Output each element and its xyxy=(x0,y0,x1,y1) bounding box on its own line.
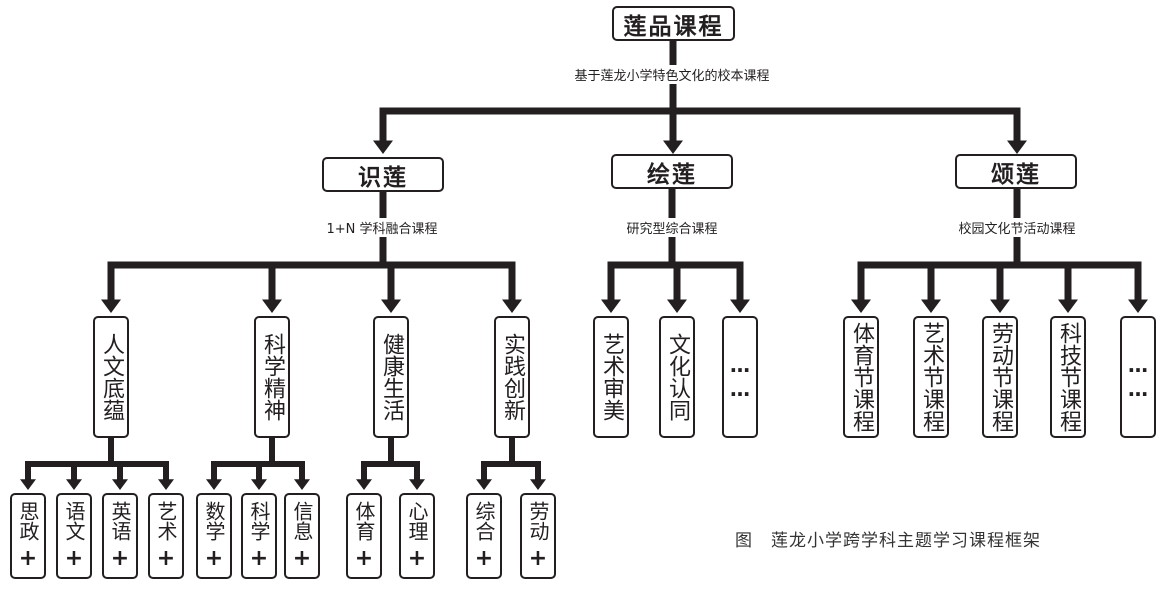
root-title: 莲品课程 xyxy=(623,13,724,40)
plus-icon: + xyxy=(156,546,176,571)
category-node: 科技节课程 xyxy=(1050,316,1086,438)
subject-node: 数学 + xyxy=(196,493,232,579)
subject-node: 英语 + xyxy=(102,493,138,579)
subject-node: 语文 + xyxy=(56,493,92,579)
root-subtitle: 基于莲龙小学特色文化的校本课程 xyxy=(571,65,773,84)
branch-node-huilian: 绘莲 xyxy=(611,154,733,189)
plus-icon: + xyxy=(528,546,548,571)
category-node: 劳动节课程 xyxy=(982,316,1018,438)
arrow-head-icon xyxy=(20,479,36,490)
subject-title: 综合 xyxy=(472,501,496,541)
category-title: 科技节课程 xyxy=(1056,322,1081,432)
figure-caption: 图 莲龙小学跨学科主题学习课程框架 xyxy=(735,531,1041,551)
arrow-head-icon xyxy=(262,299,282,313)
subject-title: 语文 xyxy=(62,501,86,541)
arrow-head-icon xyxy=(1128,299,1148,313)
subject-node: 综合 + xyxy=(466,493,502,579)
arrow-head-icon xyxy=(101,299,121,313)
branch-subtitle: 研究型综合课程 xyxy=(623,218,721,237)
plus-icon: + xyxy=(249,546,269,571)
subject-title: 数学 xyxy=(202,501,226,541)
category-title: 体育节课程 xyxy=(849,322,874,432)
subject-node: 心理 + xyxy=(399,493,435,579)
arrow-head-icon xyxy=(112,479,128,490)
category-title: 人文底蕴 xyxy=(99,333,124,421)
arrow-head-icon xyxy=(251,479,267,490)
branch-node-songlian: 颂莲 xyxy=(955,154,1077,189)
subject-node: 科学 + xyxy=(241,493,277,579)
subject-title: 艺术 xyxy=(154,501,178,541)
category-title: 艺术审美 xyxy=(599,333,624,421)
subject-node: 体育 + xyxy=(346,493,382,579)
plus-icon: + xyxy=(474,546,494,571)
subject-title: 英语 xyxy=(108,501,132,541)
subject-title: 思政 xyxy=(16,501,40,541)
branch-title: 绘莲 xyxy=(647,161,697,188)
arrow-head-icon xyxy=(663,140,683,154)
category-node-more: …… xyxy=(1120,316,1156,438)
ellipsis-text: …… xyxy=(1126,353,1150,401)
category-node: 艺术节课程 xyxy=(913,316,949,438)
arrow-head-icon xyxy=(158,479,174,490)
arrow-head-icon xyxy=(66,479,82,490)
subject-title: 体育 xyxy=(352,501,376,541)
category-title: 健康生活 xyxy=(379,333,404,421)
branch-subtitle: 1+N 学科融合课程 xyxy=(323,218,441,237)
plus-icon: + xyxy=(407,546,427,571)
arrow-head-icon xyxy=(851,299,871,313)
arrow-head-icon xyxy=(990,299,1010,313)
arrow-head-icon xyxy=(502,299,522,313)
arrow-head-icon xyxy=(476,479,492,490)
subject-node: 劳动 + xyxy=(520,493,556,579)
arrow-head-icon xyxy=(381,299,401,313)
branch-subtitle: 校园文化节活动课程 xyxy=(955,218,1079,237)
category-node: 健康生活 xyxy=(373,316,409,438)
category-title: 科学精神 xyxy=(260,333,285,421)
plus-icon: + xyxy=(110,546,130,571)
arrow-head-icon xyxy=(206,479,222,490)
arrow-head-icon xyxy=(530,479,546,490)
category-node-more: …… xyxy=(722,316,758,438)
subject-node: 艺术 + xyxy=(148,493,184,579)
arrow-head-icon xyxy=(601,299,621,313)
category-node: 人文底蕴 xyxy=(93,316,129,438)
branch-title: 识莲 xyxy=(358,164,408,191)
subject-title: 劳动 xyxy=(526,501,550,541)
arrow-head-icon xyxy=(1058,299,1078,313)
ellipsis-text: …… xyxy=(728,353,752,401)
category-title: 艺术节课程 xyxy=(919,322,944,432)
arrow-head-icon xyxy=(294,479,310,490)
arrow-head-icon xyxy=(921,299,941,313)
subject-title: 科学 xyxy=(247,501,271,541)
subject-title: 信息 xyxy=(290,501,314,541)
category-node: 体育节课程 xyxy=(843,316,879,438)
plus-icon: + xyxy=(292,546,312,571)
plus-icon: + xyxy=(354,546,374,571)
plus-icon: + xyxy=(64,546,84,571)
category-node: 文化认同 xyxy=(659,316,695,438)
branch-node-shilian: 识莲 xyxy=(322,157,444,192)
arrow-head-icon xyxy=(373,140,393,154)
arrow-head-icon xyxy=(667,299,687,313)
category-node: 实践创新 xyxy=(494,316,530,438)
category-title: 文化认同 xyxy=(665,333,690,421)
plus-icon: + xyxy=(18,546,38,571)
category-title: 实践创新 xyxy=(500,333,525,421)
subject-title: 心理 xyxy=(405,501,429,541)
category-node: 艺术审美 xyxy=(593,316,629,438)
arrow-head-icon xyxy=(1007,140,1027,154)
subject-node: 思政 + xyxy=(10,493,46,579)
subject-node: 信息 + xyxy=(284,493,320,579)
root-node: 莲品课程 xyxy=(612,6,735,41)
category-title: 劳动节课程 xyxy=(988,322,1013,432)
category-node: 科学精神 xyxy=(254,316,290,438)
arrow-head-icon xyxy=(356,479,372,490)
arrow-head-icon xyxy=(409,479,425,490)
plus-icon: + xyxy=(204,546,224,571)
arrow-head-icon xyxy=(730,299,750,313)
branch-title: 颂莲 xyxy=(991,161,1041,188)
